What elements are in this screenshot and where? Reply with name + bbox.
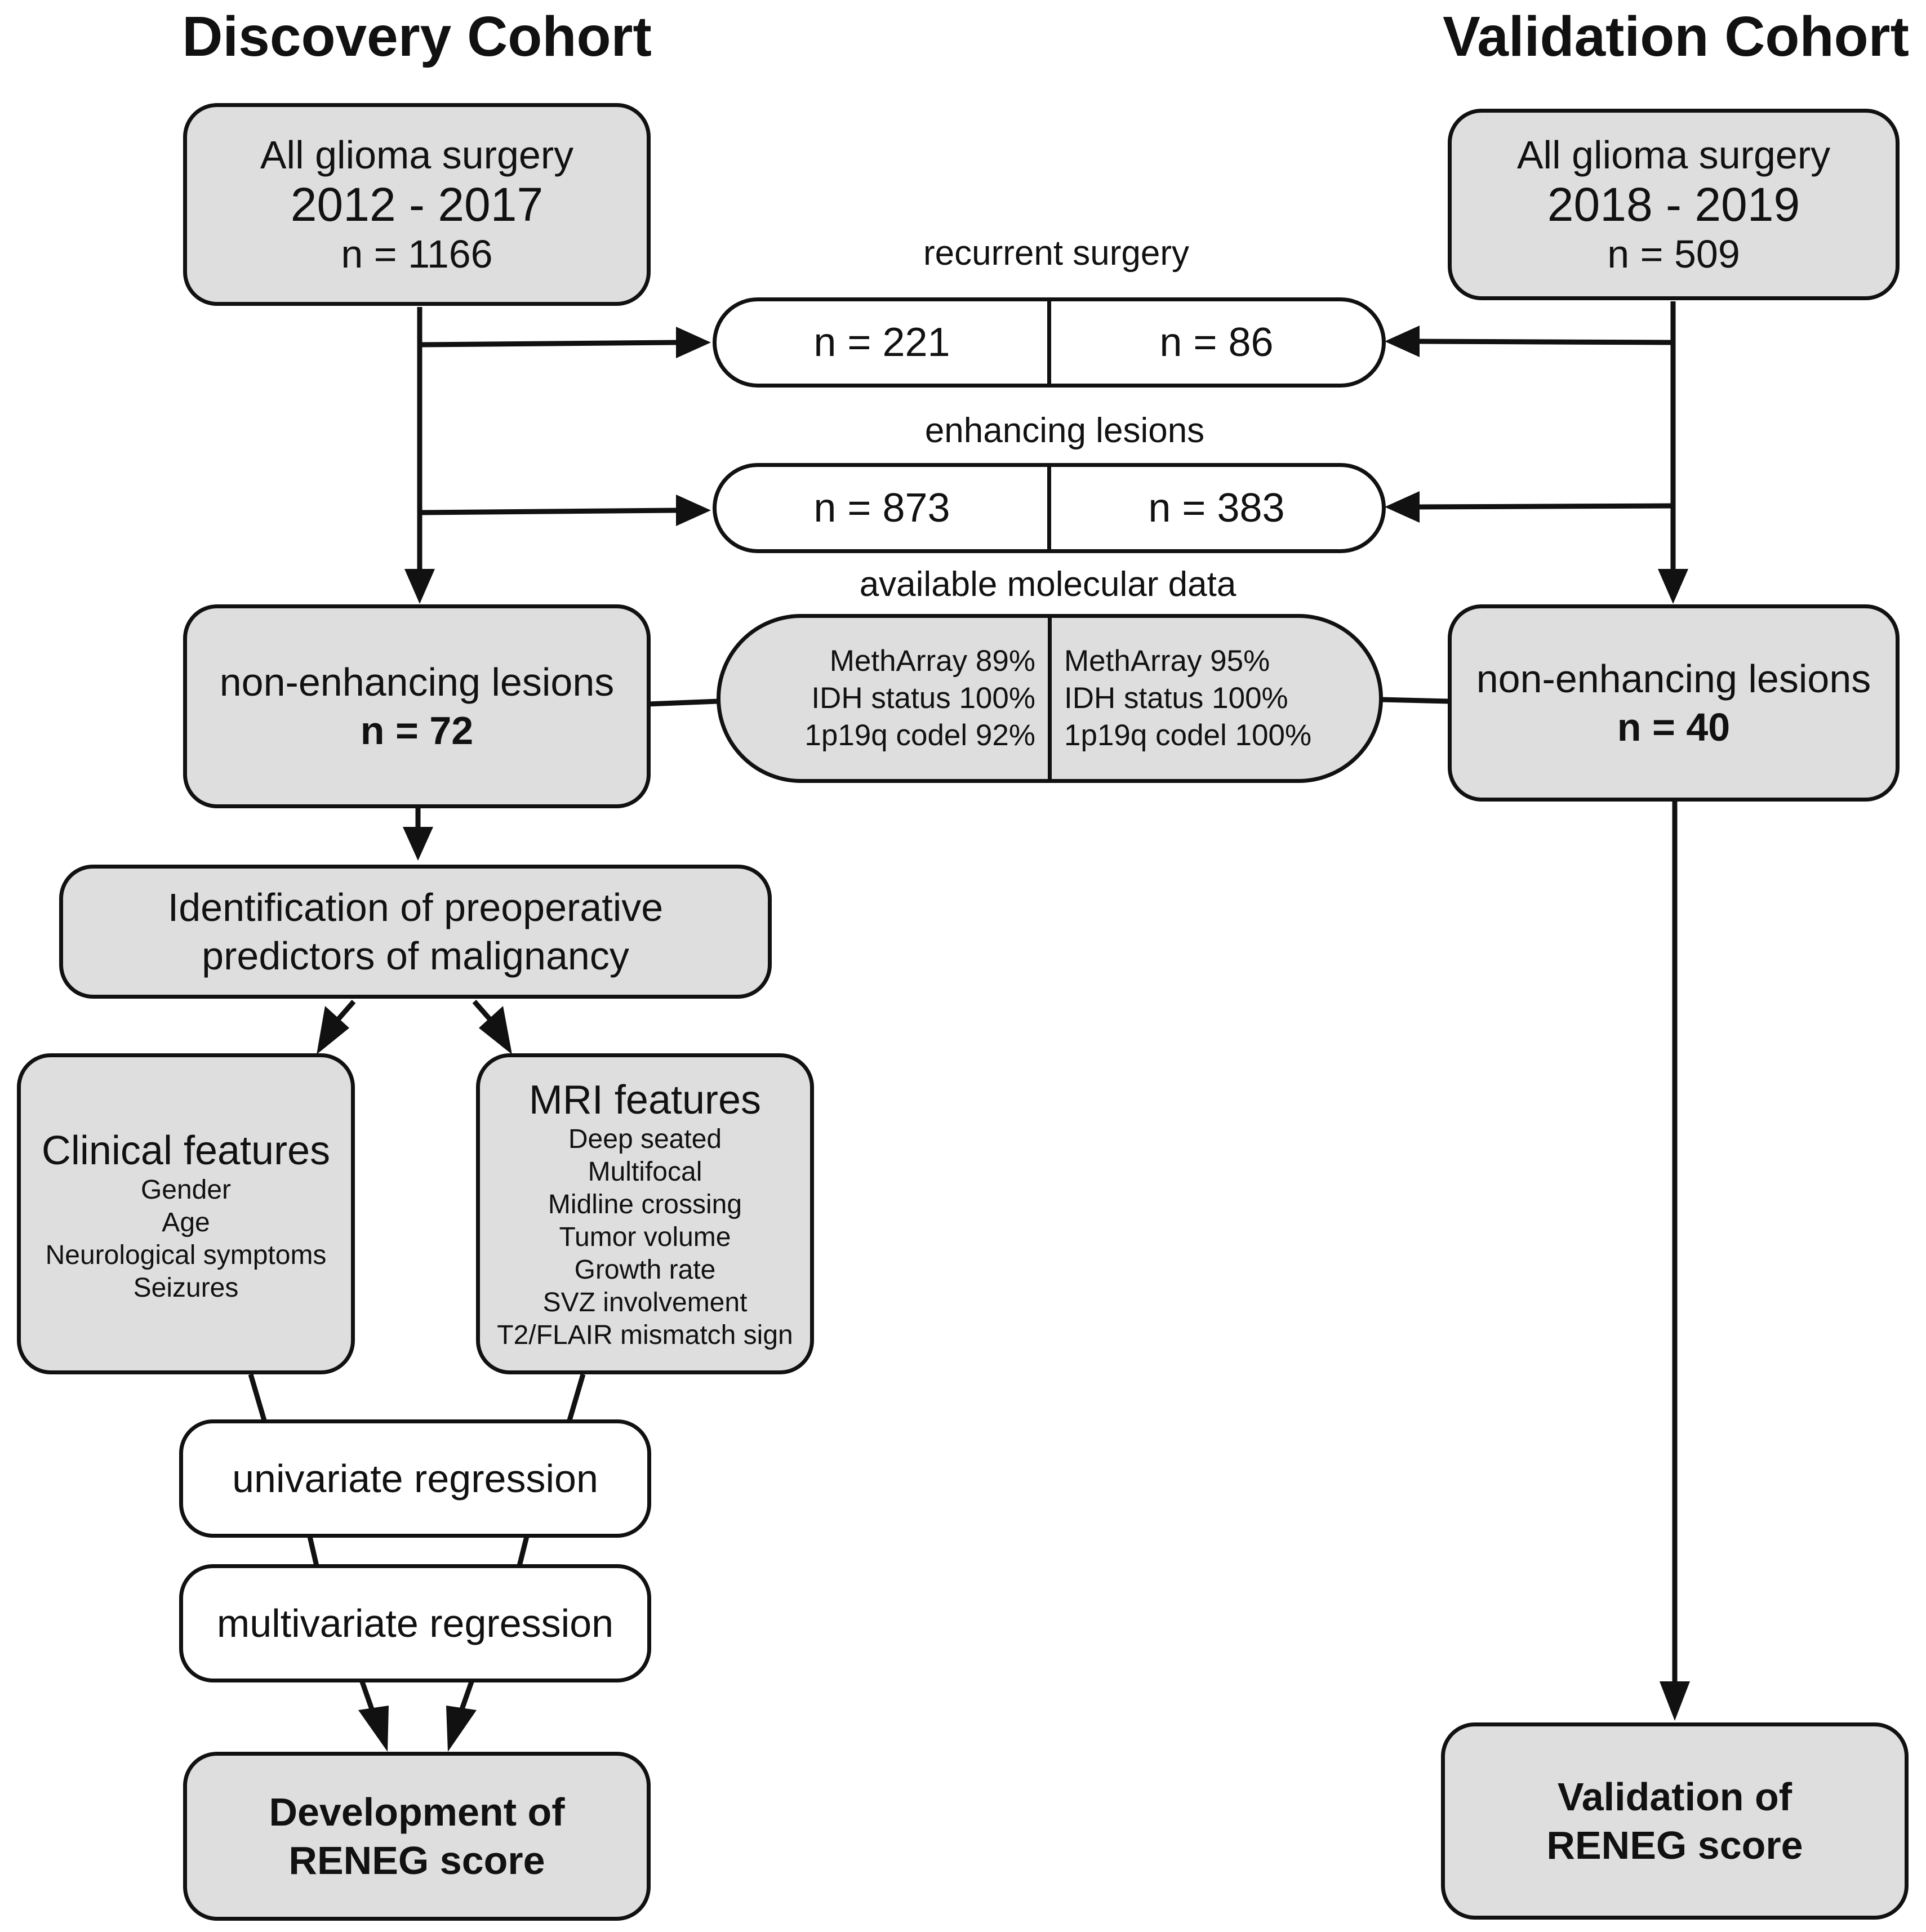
- validation-cohort-title: Validation Cohort: [1443, 5, 1909, 68]
- univariate-regression-label: univariate regression: [232, 1457, 598, 1501]
- mri-feature-deep-seated: Deep seated: [568, 1124, 722, 1154]
- mri-feature-midline-crossing: Midline crossing: [548, 1190, 742, 1219]
- molecular-discovery-1p19q: 1p19q codel 92%: [804, 719, 1035, 752]
- discovery-all-surgery-n: n = 1166: [341, 232, 493, 276]
- discovery-cohort-title: Discovery Cohort: [182, 5, 652, 68]
- molecular-validation-stats: MethArray 95% IDH status 100% 1p19q code…: [1052, 618, 1379, 779]
- discovery-to-enhancing-line: [419, 508, 677, 515]
- validation-to-enhancing-line: [1419, 503, 1674, 510]
- molecular-discovery-idh: IDH status 100%: [811, 682, 1035, 715]
- discovery-all-surgery-label: All glioma surgery: [260, 133, 574, 177]
- clinical-to-univariate-line: [248, 1373, 268, 1423]
- validation-reneg-box: Validation of RENEG score: [1441, 1722, 1909, 1920]
- nonenhancing-to-identification-arrowhead: [403, 827, 433, 861]
- molecular-left-connector: [647, 698, 719, 707]
- clinical-features-box: Clinical features Gender Age Neurologica…: [17, 1053, 355, 1374]
- molecular-data-label: available molecular data: [859, 565, 1236, 604]
- univariate-to-multivariate-left: [307, 1535, 319, 1567]
- validation-nonenhancing-n: n = 40: [1617, 705, 1731, 749]
- discovery-to-enhancing-arrowhead: [676, 495, 711, 526]
- molecular-discovery-metharray: MethArray 89%: [829, 644, 1035, 678]
- identification-box: Identification of preoperative predictor…: [59, 865, 772, 999]
- enhancing-discovery-n: n = 873: [717, 467, 1051, 549]
- mri-feature-t2-flair-mismatch: T2/FLAIR mismatch sign: [497, 1320, 793, 1350]
- multivariate-to-development-right: [458, 1679, 475, 1713]
- validation-reneg-line2: RENEG score: [1546, 1823, 1803, 1867]
- multivariate-to-development-left: [359, 1679, 376, 1713]
- molecular-validation-metharray: MethArray 95%: [1064, 644, 1270, 678]
- recurrent-surgery-label: recurrent surgery: [923, 234, 1190, 273]
- multivariate-to-development-left-arrowhead: [358, 1706, 389, 1752]
- identification-line1: Identification of preoperative: [167, 885, 664, 929]
- clinical-features-title: Clinical features: [41, 1128, 331, 1173]
- clinical-feature-age: Age: [162, 1208, 210, 1237]
- enhancing-validation-n: n = 383: [1148, 486, 1285, 531]
- validation-nonenhancing-box: non-enhancing lesions n = 40: [1448, 604, 1900, 802]
- development-reneg-line2: RENEG score: [288, 1838, 545, 1882]
- multivariate-to-development-right-arrowhead: [446, 1706, 477, 1752]
- multivariate-regression-label: multivariate regression: [216, 1601, 614, 1645]
- univariate-to-multivariate-right: [517, 1535, 530, 1567]
- validation-nonenhancing-label: non-enhancing lesions: [1476, 657, 1871, 701]
- clinical-feature-gender: Gender: [140, 1175, 232, 1205]
- discovery-nonenhancing-label: non-enhancing lesions: [219, 660, 615, 704]
- discovery-nonenhancing-box: non-enhancing lesions n = 72: [183, 604, 651, 808]
- validation-to-recurrent-line: [1419, 339, 1674, 345]
- validation-all-surgery-n: n = 509: [1607, 232, 1740, 276]
- mri-features-title: MRI features: [528, 1078, 762, 1123]
- discovery-nonenhancing-n: n = 72: [360, 709, 474, 753]
- multivariate-regression-box: multivariate regression: [179, 1564, 651, 1682]
- validation-all-surgery-label: All glioma surgery: [1516, 133, 1831, 177]
- development-reneg-line1: Development of: [269, 1790, 565, 1834]
- discovery-to-recurrent-line: [419, 340, 677, 348]
- identification-to-mri-arrowhead: [479, 1006, 512, 1054]
- validation-main-arrowhead: [1658, 569, 1688, 604]
- molecular-validation-1p19q: 1p19q codel 100%: [1064, 719, 1312, 752]
- discovery-to-recurrent-arrowhead: [676, 327, 711, 358]
- enhancing-lesions-label: enhancing lesions: [924, 411, 1205, 450]
- recurrent-validation-n: n = 86: [1159, 320, 1274, 365]
- molecular-right-connector: [1381, 697, 1449, 704]
- validation-all-surgery-years: 2018 - 2019: [1547, 178, 1800, 231]
- discovery-all-surgery-box: All glioma surgery 2012 - 2017 n = 1166: [183, 103, 651, 306]
- discovery-all-surgery-years: 2012 - 2017: [290, 178, 544, 231]
- molecular-discovery-stats: MethArray 89% IDH status 100% 1p19q code…: [720, 618, 1052, 779]
- enhancing-lesions-pill: n = 873 n = 383: [713, 463, 1386, 553]
- discovery-main-arrowhead: [404, 569, 435, 604]
- univariate-regression-box: univariate regression: [179, 1419, 651, 1538]
- recurrent-discovery-n: n = 221: [717, 301, 1051, 384]
- mri-features-box: MRI features Deep seated Multifocal Midl…: [476, 1053, 814, 1374]
- mri-feature-tumor-volume: Tumor volume: [559, 1222, 731, 1252]
- mri-feature-svz-involvement: SVZ involvement: [542, 1288, 748, 1317]
- mri-to-univariate-line: [566, 1373, 586, 1423]
- validation-to-enhancing-arrowhead: [1385, 491, 1420, 523]
- identification-line2: predictors of malignancy: [202, 934, 629, 978]
- recurrent-surgery-pill: n = 221 n = 86: [713, 297, 1386, 388]
- mri-feature-growth-rate: Growth rate: [574, 1255, 716, 1285]
- identification-to-mri-line: [472, 1000, 492, 1021]
- identification-to-clinical-line: [336, 1000, 356, 1021]
- validation-reneg-line1: Validation of: [1557, 1775, 1792, 1819]
- validation-long-arrowhead: [1660, 1681, 1690, 1721]
- development-reneg-box: Development of RENEG score: [183, 1752, 651, 1921]
- validation-all-surgery-box: All glioma surgery 2018 - 2019 n = 509: [1448, 109, 1900, 300]
- molecular-data-pill: MethArray 89% IDH status 100% 1p19q code…: [717, 614, 1383, 783]
- clinical-feature-neuro-symptoms: Neurological symptoms: [45, 1240, 327, 1270]
- clinical-feature-seizures: Seizures: [133, 1273, 239, 1303]
- identification-to-clinical-arrowhead: [317, 1006, 349, 1054]
- mri-feature-multifocal: Multifocal: [588, 1157, 702, 1187]
- validation-to-recurrent-arrowhead: [1385, 326, 1420, 357]
- molecular-validation-idh: IDH status 100%: [1064, 682, 1288, 715]
